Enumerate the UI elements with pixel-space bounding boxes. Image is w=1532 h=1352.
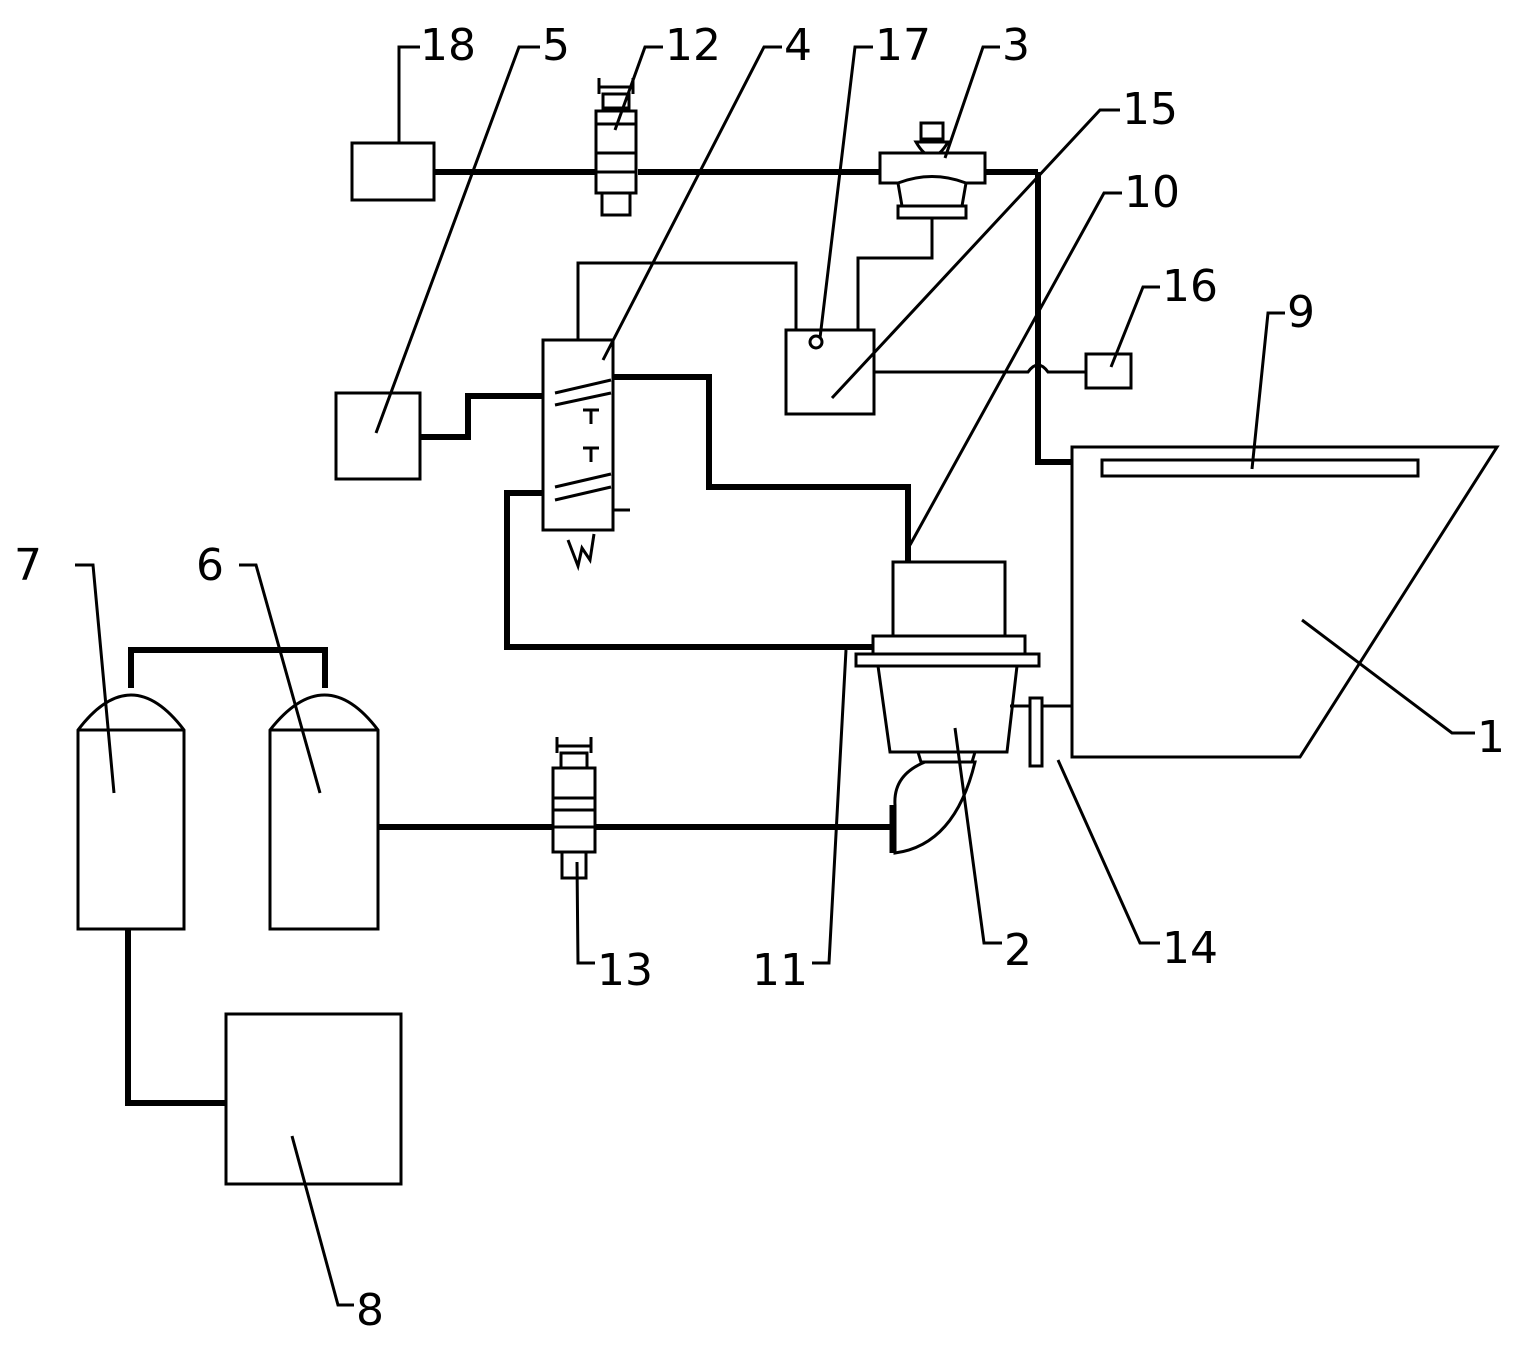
valve-4	[543, 340, 630, 566]
valve-3	[880, 123, 985, 218]
pipe-junction-to-tank	[1038, 172, 1072, 462]
component-18-box	[352, 143, 434, 200]
component-1-tank	[1072, 447, 1497, 757]
label-10: 10	[1124, 167, 1180, 218]
label-15: 15	[1122, 84, 1178, 135]
label-1: 1	[1477, 712, 1505, 763]
label-16: 16	[1162, 261, 1218, 312]
component-11-flange	[856, 654, 1039, 666]
component-16-box	[1086, 354, 1131, 388]
pump-inlet-elbow	[895, 762, 975, 853]
wire-box17-to-box16	[874, 365, 1086, 372]
pipe-cylinder-connection	[131, 650, 325, 688]
component-5-box	[336, 393, 420, 479]
label-9: 9	[1287, 287, 1315, 338]
component-14-connector	[1030, 698, 1042, 766]
label-6: 6	[196, 540, 224, 591]
label-14: 14	[1162, 923, 1218, 974]
component-2-pump-body	[878, 666, 1017, 752]
valve-13	[553, 737, 595, 878]
component-10-motor	[893, 562, 1005, 636]
valve-12	[596, 78, 636, 215]
component-17-box	[786, 330, 874, 414]
label-4: 4	[784, 20, 812, 71]
wire-valve4-to-box17	[578, 263, 796, 340]
label-13: 13	[597, 945, 653, 996]
component-8-box	[226, 1014, 401, 1184]
label-18: 18	[420, 20, 476, 71]
label-3: 3	[1002, 20, 1030, 71]
label-11: 11	[752, 945, 808, 996]
label-8: 8	[356, 1285, 384, 1336]
label-7: 7	[14, 540, 42, 591]
label-12: 12	[665, 20, 721, 71]
label-2: 2	[1004, 925, 1032, 976]
component-9-bar	[1102, 460, 1418, 476]
label-5: 5	[542, 20, 570, 71]
pipe-cylinder7-to-box8	[128, 929, 226, 1103]
wire-valve3-to-box17	[858, 218, 932, 330]
component-11-flange-top	[873, 636, 1025, 654]
pipe-box5-to-valve4	[420, 396, 543, 437]
label-17: 17	[875, 20, 931, 71]
